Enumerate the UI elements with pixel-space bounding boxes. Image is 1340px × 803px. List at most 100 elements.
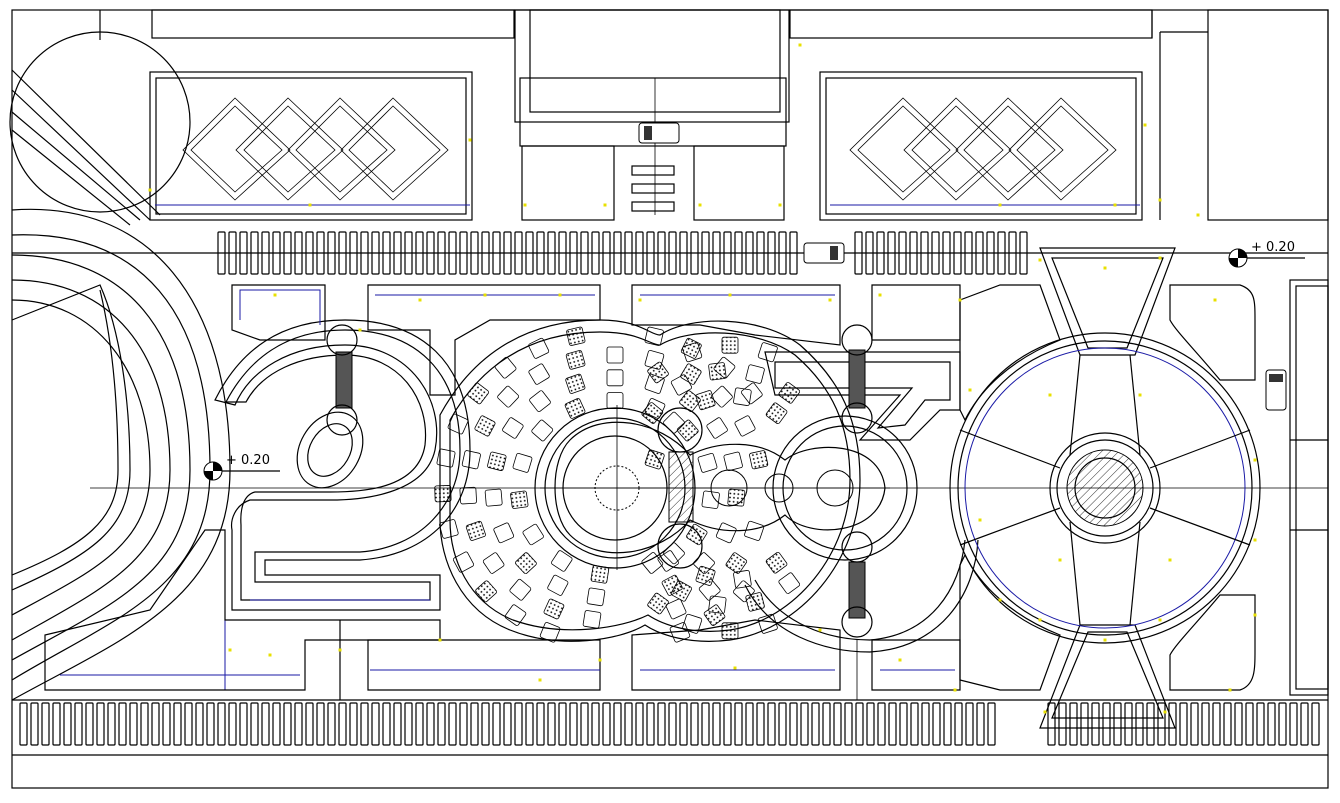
parking-stall — [151, 702, 160, 746]
survey-marker — [1196, 213, 1200, 217]
parking-stall — [1124, 702, 1133, 746]
parking-stall — [1245, 702, 1254, 746]
survey-marker — [998, 203, 1002, 207]
parking-stall — [591, 702, 600, 746]
central-zero-plaza — [434, 319, 918, 643]
parking-stall — [118, 702, 127, 746]
parking-stall — [569, 702, 578, 746]
survey-marker — [953, 688, 957, 692]
parking-stall — [822, 702, 831, 746]
parking-stall — [1047, 702, 1056, 746]
parking-stall — [19, 702, 28, 746]
paving-tile — [733, 569, 752, 589]
paving-tile — [494, 356, 517, 379]
paving-tile — [539, 622, 561, 643]
paving-tile — [749, 450, 769, 470]
survey-marker — [818, 628, 822, 632]
parking-stall — [404, 702, 413, 746]
parking-stall — [492, 702, 501, 746]
parking-stall — [800, 702, 809, 746]
parking-stall — [107, 702, 116, 746]
paving-tile — [447, 413, 469, 435]
paving-tile — [647, 592, 669, 615]
paving-tile — [461, 450, 481, 470]
paving-tile — [644, 449, 665, 470]
survey-marker — [968, 388, 972, 392]
parking-stall — [360, 702, 369, 746]
parking-stall — [52, 702, 61, 746]
right-building — [1289, 279, 1329, 696]
paving-tile — [679, 390, 701, 412]
diamond-garden-left — [149, 71, 473, 221]
parking-stall — [327, 702, 336, 746]
paving-tile — [721, 622, 739, 640]
survey-marker — [1043, 710, 1047, 714]
paving-tile — [512, 452, 533, 473]
parking-stall — [624, 702, 633, 746]
parking-stall — [723, 702, 732, 746]
parking-stall — [635, 702, 644, 746]
paving-tile — [487, 451, 507, 472]
parking-stall — [921, 702, 930, 746]
parking-stall — [371, 702, 380, 746]
parking-stall — [316, 702, 325, 746]
survey-marker — [1058, 558, 1062, 562]
paving-tile — [715, 522, 737, 544]
paving-tile — [465, 520, 486, 541]
parking-stall — [162, 702, 171, 746]
parking-stall — [294, 702, 303, 746]
survey-marker — [438, 638, 442, 642]
paving-tile — [778, 572, 801, 594]
paving-tile — [727, 488, 746, 507]
paving-tile — [547, 574, 569, 596]
parking-stall — [668, 702, 677, 746]
survey-marker — [828, 298, 832, 302]
survey-marker — [1143, 123, 1147, 127]
parking-stall — [261, 702, 270, 746]
paving-tile — [452, 551, 475, 573]
survey-marker — [733, 666, 737, 670]
survey-marker — [1103, 638, 1107, 642]
survey-marker — [538, 678, 542, 682]
parking-stall — [976, 702, 985, 746]
parking-stall — [833, 702, 842, 746]
corner-arcs-left — [9, 31, 231, 701]
parking-stall — [272, 702, 281, 746]
paving-tile — [565, 373, 586, 394]
parking-stall — [987, 702, 996, 746]
parking-stall — [514, 702, 523, 746]
survey-marker — [598, 658, 602, 662]
paving-tile — [701, 490, 720, 509]
parking-stall — [459, 702, 468, 746]
parking-stall — [767, 702, 776, 746]
survey-marker — [728, 293, 732, 297]
paving-tile — [436, 448, 456, 468]
paving-tile — [733, 387, 752, 407]
paving-tile — [708, 595, 727, 614]
paving-tile — [676, 419, 699, 442]
paving-tile — [765, 402, 788, 425]
paving-tile — [543, 598, 565, 620]
paving-tile — [504, 604, 527, 626]
car-parking-top — [803, 242, 845, 264]
paving-tile — [509, 578, 532, 601]
parking-stall — [1311, 702, 1320, 746]
parking-stall — [382, 702, 391, 746]
car-top-center — [638, 122, 680, 144]
paving-tile — [566, 326, 586, 346]
parking-stall — [1201, 702, 1210, 746]
paving-tile — [708, 362, 727, 381]
paving-tile — [663, 542, 685, 565]
paving-tile — [734, 415, 756, 437]
parking-stall — [811, 702, 820, 746]
parking-stall — [415, 702, 424, 746]
parking-stall — [888, 702, 897, 746]
elevation-marker-left: + 0.20 — [203, 453, 280, 481]
paving-tile — [606, 392, 624, 410]
parking-stall — [426, 702, 435, 746]
parking-stall — [954, 702, 963, 746]
paving-tile — [484, 488, 503, 507]
paving-tile — [474, 415, 496, 437]
parking-stall — [30, 702, 39, 746]
parking-stall — [1091, 702, 1100, 746]
